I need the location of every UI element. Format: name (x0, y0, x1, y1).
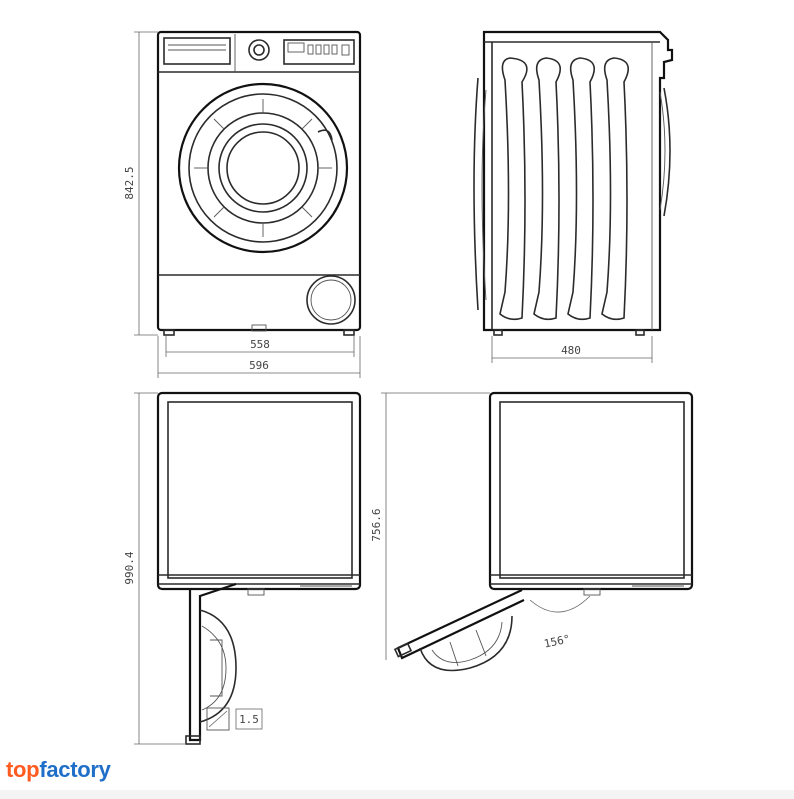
top-view-door-wide-open (393, 391, 694, 672)
depth-dimension-label: 480 (561, 344, 581, 357)
width-dimension-label: 596 (249, 359, 269, 372)
footer-band (0, 790, 794, 799)
gap-dimension-label: 1.5 (239, 713, 259, 726)
topfactory-logo: topfactory (6, 757, 111, 782)
side-dimensions (491, 336, 653, 363)
control-buttons (307, 44, 350, 56)
top-right-dimensions (381, 392, 490, 660)
open-depth-dimension-label: 990.4 (123, 551, 136, 584)
height-dimension-label: 842.5 (123, 166, 136, 199)
inner-width-dimension-label: 558 (250, 338, 270, 351)
door-angle-label: 156° (543, 632, 572, 650)
top-view-door-open (156, 391, 362, 745)
front-view (156, 30, 362, 336)
body-depth-dimension-label: 756.6 (370, 508, 383, 541)
side-ribs (499, 57, 630, 321)
top-left-dimensions (134, 392, 186, 745)
front-dimensions (134, 31, 361, 378)
side-view (473, 30, 674, 336)
